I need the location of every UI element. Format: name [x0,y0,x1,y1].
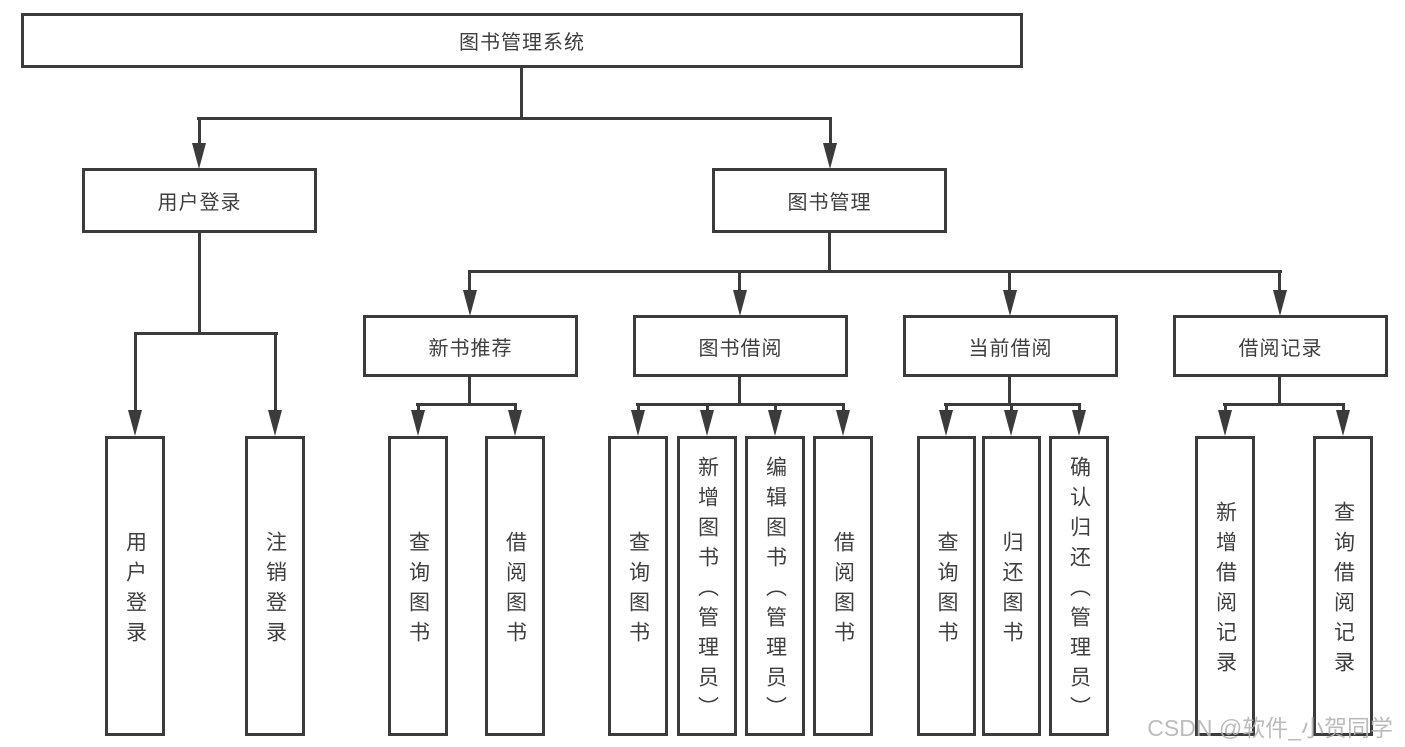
leaf-user-login: 用户登录 [105,436,165,736]
connector-vline [1008,270,1011,292]
connector-hline [636,403,845,406]
leaf-add-borrow-record-label: 新增借阅记录 [1213,500,1237,681]
node-library-system: 图书管理系统 [21,13,1023,68]
leaf-query-borrow-record-label: 查询借阅记录 [1331,500,1355,681]
connector-hline [468,270,1282,273]
arrow-down-icon [823,143,837,169]
connector-vline [468,377,471,406]
connector-vline [198,117,201,147]
connector-vline [1278,270,1281,292]
arrow-down-icon [1336,410,1350,436]
arrow-down-icon [768,410,782,436]
leaf-query-books-recommend: 查询图书 [388,436,448,736]
arrow-down-icon [836,410,850,436]
node-user-login: 用户登录 [82,168,317,233]
arrow-down-icon [1273,290,1287,316]
arrow-down-icon [733,290,747,316]
connector-vline [1078,403,1081,413]
node-borrow-records-label: 借阅记录 [1238,337,1323,360]
node-borrow-records: 借阅记录 [1173,315,1388,377]
node-book-borrow: 图书借阅 [633,315,848,377]
leaf-query-books-recommend-label: 查询图书 [406,530,430,651]
node-current-borrow-label: 当前借阅 [968,337,1053,360]
leaf-borrow-books-recommend: 借阅图书 [485,436,545,736]
connector-vline [520,68,523,119]
arrow-down-icon [700,410,714,436]
arrow-down-icon [508,410,522,436]
node-new-book-recommend-label: 新书推荐 [428,337,513,360]
node-book-management: 图书管理 [712,168,947,233]
connector-vline [468,270,471,292]
csdn-watermark: CSDN @软件_小贺同学 [1147,715,1393,741]
node-library-system-label: 图书管理系统 [459,32,585,54]
leaf-confirm-return-admin-label: 确认归还（管理员） [1067,455,1091,726]
connector-vline [1008,377,1011,406]
connector-vline [274,332,277,412]
arrow-down-icon [411,410,425,436]
connector-vline [738,377,741,406]
connector-vline [706,403,709,413]
connector-vline [1010,403,1013,413]
connector-hline [197,117,832,120]
connector-vline [738,270,741,292]
connector-vline [1224,403,1227,413]
arrow-down-icon [631,410,645,436]
connector-vline [134,332,137,412]
node-book-borrow-label: 图书借阅 [698,337,783,360]
connector-vline [637,403,640,413]
connector-vline [774,403,777,413]
leaf-borrow-books-recommend-label: 借阅图书 [503,530,527,651]
connector-vline [829,117,832,147]
connector-hline [1223,403,1345,406]
connector-vline [945,403,948,413]
arrow-down-icon [939,410,953,436]
leaf-borrow-books-label: 借阅图书 [831,530,855,651]
leaf-return-books: 归还图书 [982,436,1041,736]
leaf-add-book-admin-label: 新增图书（管理员） [695,455,719,726]
leaf-query-books-current: 查询图书 [917,436,976,736]
connector-vline [828,233,831,273]
arrow-down-icon [463,290,477,316]
arrow-down-icon [1004,410,1018,436]
leaf-query-books-current-label: 查询图书 [935,530,958,651]
arrow-down-icon [192,143,206,169]
connector-hline [134,332,278,335]
connector-vline [842,403,845,413]
connector-vline [198,233,201,334]
leaf-add-book-admin: 新增图书（管理员） [677,436,737,736]
leaf-user-login-label: 用户登录 [123,530,147,651]
leaf-confirm-return-admin: 确认归还（管理员） [1049,436,1109,736]
connector-vline [514,403,517,413]
leaf-return-books-label: 归还图书 [1000,530,1023,651]
connector-vline [417,403,420,413]
arrow-down-icon [1072,410,1086,436]
arrow-down-icon [1218,410,1232,436]
node-current-borrow: 当前借阅 [903,315,1118,377]
connector-hline [416,403,517,406]
leaf-query-borrow-record: 查询借阅记录 [1313,436,1373,736]
node-book-management-label: 图书管理 [787,192,872,214]
node-new-book-recommend: 新书推荐 [363,315,578,377]
arrow-down-icon [128,410,142,436]
arrow-down-icon [1003,290,1017,316]
connector-vline [1342,403,1345,413]
leaf-logout: 注销登录 [245,436,305,736]
leaf-logout-label: 注销登录 [263,530,287,651]
leaf-edit-book-admin: 编辑图书（管理员） [745,436,805,736]
connector-vline [1278,377,1281,406]
leaf-query-books-borrow: 查询图书 [608,436,668,736]
leaf-borrow-books: 借阅图书 [813,436,873,736]
leaf-add-borrow-record: 新增借阅记录 [1195,436,1255,736]
arrow-down-icon [268,410,282,436]
node-user-login-label: 用户登录 [157,192,242,214]
leaf-edit-book-admin-label: 编辑图书（管理员） [763,455,787,726]
leaf-query-books-borrow-label: 查询图书 [626,530,650,651]
